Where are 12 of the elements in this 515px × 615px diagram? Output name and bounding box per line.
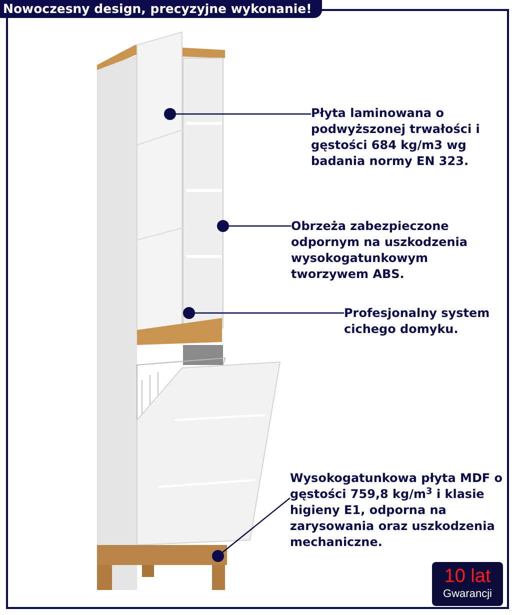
leader-line	[222, 498, 290, 553]
leader-line	[176, 113, 311, 115]
callout-text: Wysokogatunkowa płyta MDF o gęstości 759,8 kg/m$^{3}$ i klasie higieny E1, odporna na zarysowania oraz uszkodzenia mechaniczne.	[290, 470, 508, 550]
warranty-badge	[432, 562, 503, 606]
callout-text: Profesjonalny system cichego domyku.	[344, 305, 504, 337]
header-banner: Nowoczesny design, precyzyjne wykonanie!	[0, 0, 322, 18]
leader-line	[229, 225, 291, 227]
leader-line	[195, 312, 344, 314]
warranty-label: Gwarancji	[443, 587, 492, 601]
callout-text: Płyta laminowana o podwyższonej trwałości i gęstości 684 kg/m3 wg badania normy EN 323.	[311, 105, 501, 185]
warranty-years: 10 lat	[444, 567, 491, 587]
callout-text: Obrzeża zabezpieczone odpornym na uszkodzenia wysokogatunkowym tworzywem ABS.	[291, 218, 501, 282]
